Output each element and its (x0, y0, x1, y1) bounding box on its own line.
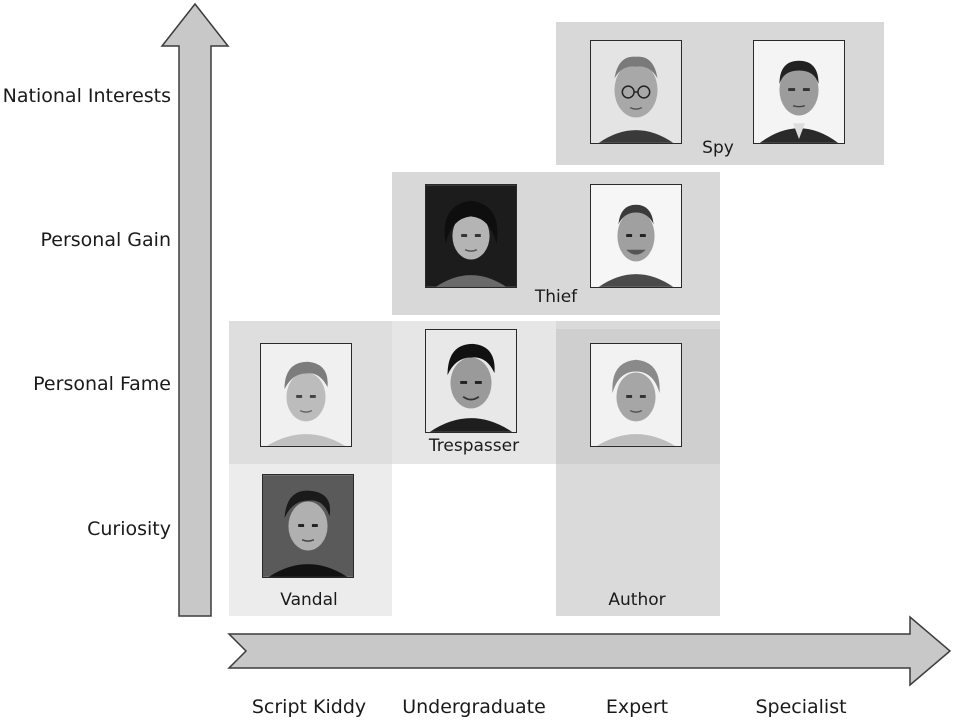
x-label-undergraduate: Undergraduate (402, 696, 546, 718)
vandal-portrait-curiosity (262, 474, 354, 578)
y-label-personal-gain: Personal Gain (40, 229, 172, 251)
spy-portrait-2 (753, 40, 845, 144)
thief-portrait-2 (590, 184, 682, 288)
thief-portrait-1 (425, 184, 517, 288)
x-label-script-kiddy: Script Kiddy (251, 696, 367, 718)
author-portrait (590, 343, 682, 447)
group-label-spy: Spy (702, 138, 734, 158)
y-label-personal-fame: Personal Fame (33, 373, 171, 395)
x-axis-arrow (227, 615, 952, 687)
spy-portrait-1 (590, 40, 682, 144)
y-axis-arrow (160, 2, 230, 617)
group-label-author: Author (608, 590, 666, 610)
trespasser-portrait (425, 329, 517, 433)
group-label-thief: Thief (534, 287, 578, 307)
vandal-portrait-fame (260, 343, 352, 447)
x-label-specialist: Specialist (755, 696, 847, 718)
x-label-expert: Expert (605, 696, 669, 718)
group-label-vandal: Vandal (280, 590, 338, 610)
y-label-curiosity: Curiosity (87, 518, 171, 540)
group-label-trespasser: Trespasser (428, 436, 520, 456)
y-label-national-interests: National Interests (2, 85, 171, 107)
